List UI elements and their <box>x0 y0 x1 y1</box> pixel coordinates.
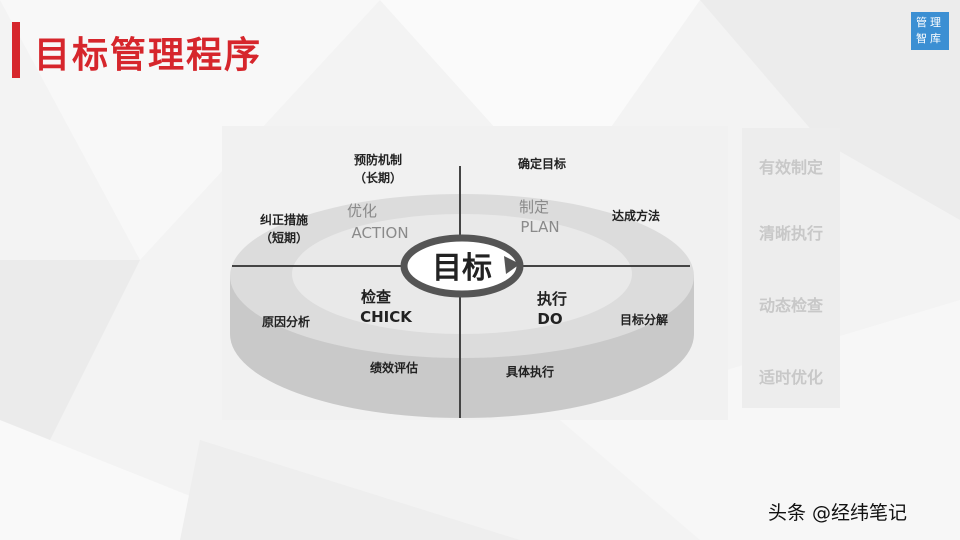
short-term-note: （短期） <box>260 230 308 245</box>
phase-plan-cn: 制定 <box>519 198 549 216</box>
phase-action-cn: 优化 <box>347 202 377 220</box>
phase-action-en: ACTION <box>351 224 408 242</box>
logo-line-1: 管理 <box>916 16 944 29</box>
page-title: 目标管理程序 <box>34 35 263 76</box>
corrective-measures: 纠正措施 <box>260 212 308 227</box>
phase-plan-en: PLAN <box>520 218 559 236</box>
summary-item-check: 动态检查 <box>758 296 823 315</box>
phase-do-en: DO <box>537 310 562 328</box>
summary-item-execute: 清晰执行 <box>758 224 823 243</box>
source-watermark: 头条 @经纬笔记 <box>768 502 908 524</box>
long-term-note: （长期） <box>354 170 402 185</box>
preventive-mechanism: 预防机制 <box>354 152 402 167</box>
phase-check-en: CHICK <box>360 308 413 326</box>
brand-logo: 管理 智库 <box>911 12 949 50</box>
title-accent-bar <box>12 22 20 78</box>
center-label: 目标 <box>432 251 492 286</box>
specific-execution: 具体执行 <box>506 364 554 379</box>
cause-analysis: 原因分析 <box>262 314 310 329</box>
summary-item-optimize: 适时优化 <box>758 368 823 387</box>
phase-check-cn: 检查 <box>361 288 392 306</box>
phase-do-cn: 执行 <box>537 290 567 308</box>
determine-goal: 确定目标 <box>518 156 566 171</box>
performance-evaluation: 绩效评估 <box>370 360 418 375</box>
pdca-diagram: 目标 预防机制 （长期） 纠正措施 （短期） 优化 ACTION 确定目标 达成… <box>222 126 728 420</box>
logo-line-2: 智库 <box>916 32 944 45</box>
summary-item-formulate: 有效制定 <box>758 158 823 177</box>
achieve-method: 达成方法 <box>612 208 660 223</box>
goal-decomposition: 目标分解 <box>620 312 668 327</box>
summary-list: 有效制定 清晰执行 动态检查 适时优化 <box>742 128 840 408</box>
